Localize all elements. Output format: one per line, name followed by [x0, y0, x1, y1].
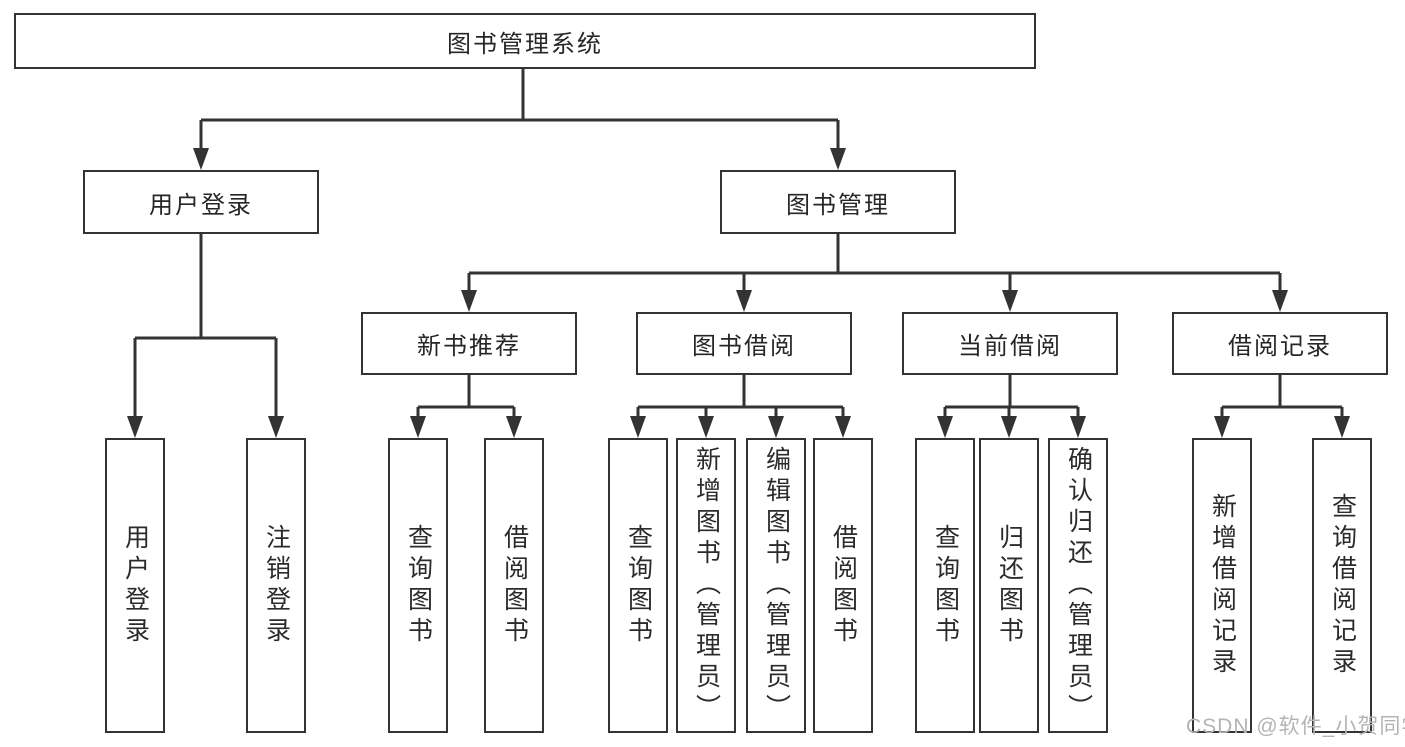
node-label: 注销登录	[262, 523, 291, 648]
node-current-borrow: 当前借阅	[902, 312, 1118, 375]
node-label: 查询图书	[931, 523, 960, 648]
leaf-query-books-3: 查询图书	[915, 438, 975, 733]
connector-bookborrow-to-leaves	[636, 375, 845, 420]
leaf-user-login: 用户登录	[105, 438, 165, 733]
leaf-edit-books-admin: 编辑图书（管理员）	[746, 438, 806, 733]
connector-newbookrec-to-leaves	[416, 375, 516, 420]
leaf-query-books-2: 查询图书	[608, 438, 668, 733]
node-borrow-records: 借阅记录	[1172, 312, 1388, 375]
arrowhead	[768, 416, 784, 438]
arrowhead	[127, 416, 143, 438]
watermark: CSDN @软件_小贺同学	[1186, 715, 1405, 738]
node-label: 借阅图书	[829, 523, 858, 648]
arrowhead	[268, 416, 284, 438]
arrowhead	[835, 416, 851, 438]
leaf-borrow-books-2: 借阅图书	[813, 438, 873, 733]
node-label: 借阅记录	[1228, 333, 1332, 360]
arrowhead	[698, 416, 714, 438]
connector-userlogin-to-leaves	[133, 234, 278, 420]
connector-borrowrecords-to-leaves	[1220, 375, 1344, 420]
leaf-query-borrow-record: 查询借阅记录	[1312, 438, 1372, 733]
node-label: 归还图书	[995, 523, 1024, 648]
node-user-login: 用户登录	[83, 170, 319, 234]
connector-currentborrow-to-leaves	[943, 375, 1080, 420]
arrowhead	[506, 416, 522, 438]
connector-bookmgmt-to-level3	[467, 234, 1282, 294]
leaf-query-books-1: 查询图书	[388, 438, 448, 733]
node-label: 新增图书（管理员）	[692, 446, 721, 725]
leaf-add-borrow-record: 新增借阅记录	[1192, 438, 1252, 733]
node-label: 编辑图书（管理员）	[762, 446, 791, 725]
arrowhead	[736, 290, 752, 312]
arrowhead	[461, 290, 477, 312]
leaf-add-books-admin: 新增图书（管理员）	[676, 438, 736, 733]
node-label: 图书管理	[786, 191, 890, 219]
node-label: 用户登录	[121, 523, 150, 648]
connector-root-to-level2	[199, 69, 840, 152]
arrowhead	[410, 416, 426, 438]
node-label: 图书管理系统	[447, 30, 603, 58]
node-label: 查询图书	[404, 523, 433, 648]
node-book-management: 图书管理	[720, 170, 956, 234]
leaf-borrow-books-1: 借阅图书	[484, 438, 544, 733]
arrowhead	[1001, 416, 1017, 438]
arrowhead	[1272, 290, 1288, 312]
node-label: 确认归还（管理员）	[1064, 446, 1093, 725]
node-label: 新书推荐	[417, 333, 521, 360]
node-book-borrow: 图书借阅	[636, 312, 852, 375]
arrowhead	[1334, 416, 1350, 438]
node-label: 用户登录	[149, 191, 253, 219]
arrowhead	[830, 148, 846, 170]
arrowhead	[937, 416, 953, 438]
node-label: 借阅图书	[500, 523, 529, 648]
arrowhead	[630, 416, 646, 438]
arrowhead	[193, 148, 209, 170]
leaf-return-books: 归还图书	[979, 438, 1039, 733]
node-label: 新增借阅记录	[1208, 492, 1237, 679]
arrowhead	[1070, 416, 1086, 438]
node-label: 图书借阅	[692, 333, 796, 360]
node-new-book-recommend: 新书推荐	[361, 312, 577, 375]
node-label: 查询图书	[624, 523, 653, 648]
arrowhead	[1002, 290, 1018, 312]
node-system-root: 图书管理系统	[14, 13, 1036, 69]
leaf-confirm-return-admin: 确认归还（管理员）	[1048, 438, 1108, 733]
node-label: 当前借阅	[958, 333, 1062, 360]
leaf-logout: 注销登录	[246, 438, 306, 733]
arrowhead	[1214, 416, 1230, 438]
node-label: 查询借阅记录	[1328, 492, 1357, 679]
